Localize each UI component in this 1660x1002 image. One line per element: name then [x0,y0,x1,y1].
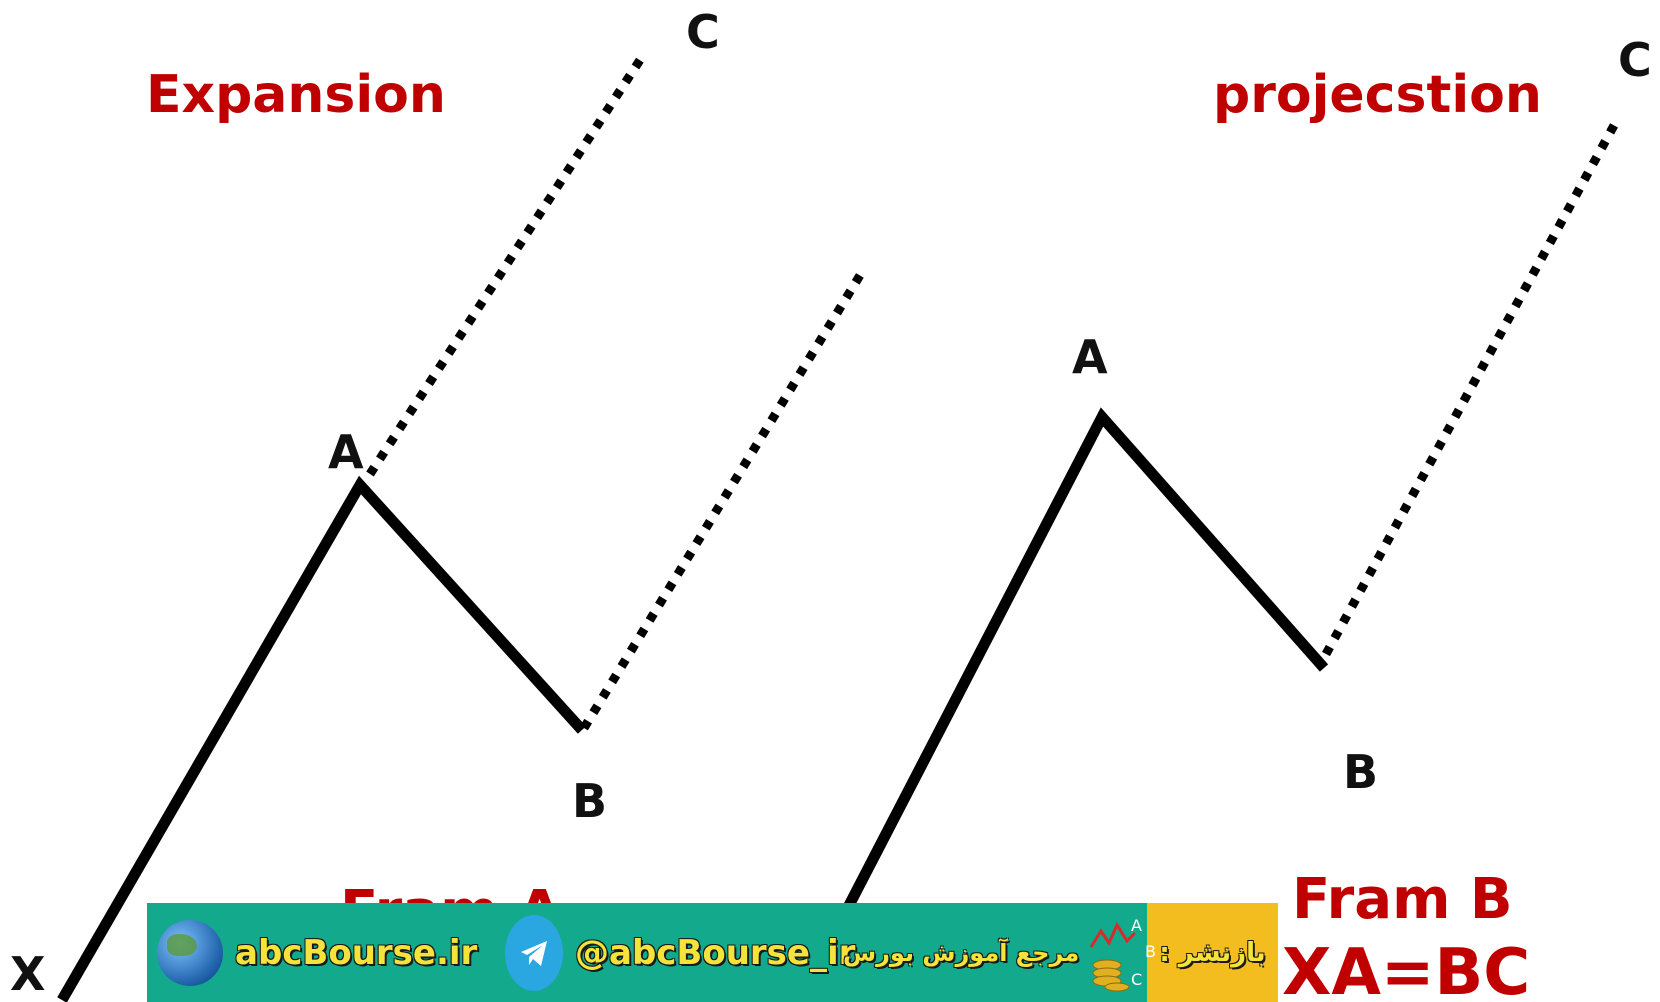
banner-yellow-panel: بازنشر : [1147,903,1278,1002]
right-solid-xab [795,407,1329,1002]
formula-xa-bc: XA=BC [1282,936,1530,1002]
left-label-x: X [10,947,45,1001]
expansion-title: Expansion [146,65,446,125]
telegram-handle: @abcBourse_ir [575,933,856,973]
left-label-b: B [572,774,607,828]
right-label-c: C [1618,33,1652,87]
left-solid-xab [57,475,587,1002]
frame-b-caption: Fram B [1292,867,1513,932]
right-dotted-bc [1322,115,1622,657]
left-label-c: C [686,5,720,59]
right-label-a: A [1072,330,1108,384]
telegram-icon [505,915,563,991]
right-label-b: B [1343,745,1378,799]
reference-brand: مرجع آموزش بورس A B C [843,913,1161,993]
svg-text:C: C [1131,970,1142,989]
reference-text: مرجع آموزش بورس [843,939,1080,967]
abc-chart-coins-icon: A B C [1089,916,1156,992]
promo-banner: abcBourse.ir @abcBourse_ir مرجع آموزش بو… [147,903,1278,1002]
site-url: abcBourse.ir [235,933,478,973]
projection-title: projecstion [1213,65,1542,125]
site-link[interactable]: abcBourse.ir [157,913,477,993]
left-label-a: A [328,425,364,479]
telegram-link[interactable]: @abcBourse_ir [505,913,855,993]
svg-text:B: B [1145,942,1156,961]
globe-icon [157,920,223,986]
republish-label: بازنشر : [1159,937,1266,968]
left-dotted-bc [580,269,866,731]
svg-text:A: A [1131,916,1142,935]
banner-green-panel: abcBourse.ir @abcBourse_ir مرجع آموزش بو… [147,903,1156,1002]
